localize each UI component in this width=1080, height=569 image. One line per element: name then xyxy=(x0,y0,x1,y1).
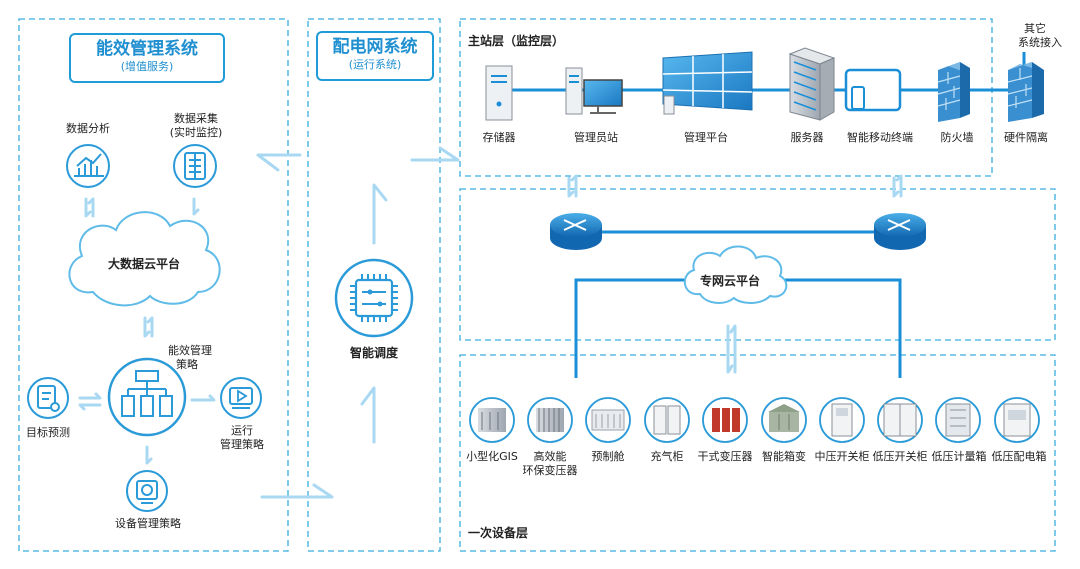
panel-master-station xyxy=(459,18,993,177)
play-icon xyxy=(220,377,262,419)
equipment-icon xyxy=(126,470,168,512)
primary-item-box-substation: 智能箱变 xyxy=(762,450,806,463)
primary-item-distribution-box: 低压配电箱 xyxy=(991,450,1047,463)
router-icon xyxy=(550,213,602,250)
metering-box-icon xyxy=(935,397,981,443)
master-item-admin: 管理员站 xyxy=(574,131,618,144)
data-collection-label: 数据采集 (实时监控) xyxy=(166,112,226,140)
distribution-system-title: 配电网系统 xyxy=(332,37,418,57)
energy-system-title-box: 能效管理系统 (增值服务) xyxy=(69,33,225,83)
strategy-line1: 能效管理 xyxy=(168,344,212,357)
other-access-label: 其它 系统接入 xyxy=(1018,22,1076,50)
distribution-system-subtitle: (运行系统) xyxy=(348,58,402,71)
primary-item-gas-cabinet: 充气柜 xyxy=(650,450,684,463)
operation-line2: 管理策略 xyxy=(220,438,264,451)
distribution-box-icon xyxy=(994,397,1040,443)
storage-icon xyxy=(485,65,513,121)
server-icon xyxy=(788,47,836,121)
admin-station-icon xyxy=(565,67,623,115)
data-collection-line2: (实时监控) xyxy=(169,126,223,139)
panel-distribution xyxy=(307,18,441,552)
operation-line1: 运行 xyxy=(231,424,253,437)
chart-icon xyxy=(66,144,110,188)
gis-icon xyxy=(469,397,515,443)
primary-item-mv-switchgear: 中压开关柜 xyxy=(814,450,870,463)
mobile-terminal-icon xyxy=(844,68,902,112)
management-platform-icon xyxy=(662,51,753,115)
master-item-isolation: 硬件隔离 xyxy=(1004,131,1048,144)
server-rack-icon xyxy=(107,357,187,437)
primary-item-gis: 小型化GIS xyxy=(466,450,518,463)
primary-item-metering-box: 低压计量箱 xyxy=(931,450,987,463)
master-item-server: 服务器 xyxy=(790,131,824,144)
hardware-isolation-icon xyxy=(1007,62,1044,122)
primary-item-dry-transformer: 干式变压器 xyxy=(697,450,753,463)
data-collection-line1: 数据采集 xyxy=(174,112,218,125)
report-icon xyxy=(27,377,69,419)
dry-transformer-icon xyxy=(702,397,748,443)
mv-switchgear-icon xyxy=(819,397,865,443)
operation-label: 运行 管理策略 xyxy=(212,424,272,452)
data-analysis-label: 数据分析 xyxy=(66,122,110,135)
chip-icon xyxy=(334,258,414,338)
device-strategy-label: 设备管理策略 xyxy=(115,517,181,530)
primary-item-prefab: 预制舱 xyxy=(591,450,625,463)
primary-item-lv-switchgear: 低压开关柜 xyxy=(872,450,928,463)
energy-system-subtitle: (增值服务) xyxy=(120,60,174,73)
private-cloud-shape xyxy=(684,245,788,304)
prefab-cabin-icon xyxy=(585,397,631,443)
panel-energy xyxy=(18,18,289,552)
master-item-storage: 存储器 xyxy=(482,131,516,144)
strategy-label: 能效管理 策略 xyxy=(168,344,224,372)
other-access-line2: 系统接入 xyxy=(1018,36,1062,49)
energy-system-title: 能效管理系统 xyxy=(96,39,198,59)
target-forecast-label: 目标预测 xyxy=(26,426,70,439)
distribution-system-title-box: 配电网系统 (运行系统) xyxy=(316,31,434,81)
primary-item-transformer: 高效能 环保变压器 xyxy=(518,450,582,478)
gas-cabinet-icon xyxy=(644,397,690,443)
other-access-line1: 其它 xyxy=(1024,22,1046,35)
primary-item-transformer-line1: 高效能 xyxy=(533,450,567,463)
bigdata-cloud-label: 大数据云平台 xyxy=(108,257,181,271)
master-item-mobile: 智能移动终端 xyxy=(847,131,913,144)
primary-equipment-icons xyxy=(469,397,1040,443)
strategy-line2: 策略 xyxy=(176,358,198,371)
panel-network xyxy=(459,188,1056,341)
private-cloud-label: 专网云平台 xyxy=(700,274,761,288)
master-item-firewall: 防火墙 xyxy=(940,131,974,144)
router-icon xyxy=(874,213,926,250)
firewall-icon xyxy=(937,62,970,122)
network-lines xyxy=(574,230,902,378)
inter-panel-arrows xyxy=(78,146,903,499)
primary-item-transformer-line2: 环保变压器 xyxy=(522,464,578,477)
transformer-icon xyxy=(527,397,573,443)
master-item-platform: 管理平台 xyxy=(684,131,728,144)
smart-dispatch-label: 智能调度 xyxy=(349,346,398,360)
bigdata-cloud-shape xyxy=(68,211,221,307)
lv-switchgear-icon xyxy=(877,397,923,443)
primary-layer-title: 一次设备层 xyxy=(468,526,529,540)
panel-primary xyxy=(459,354,1056,552)
box-substation-icon xyxy=(761,397,807,443)
master-station-title: 主站层（监控层） xyxy=(468,34,565,48)
document-icon xyxy=(173,144,217,188)
